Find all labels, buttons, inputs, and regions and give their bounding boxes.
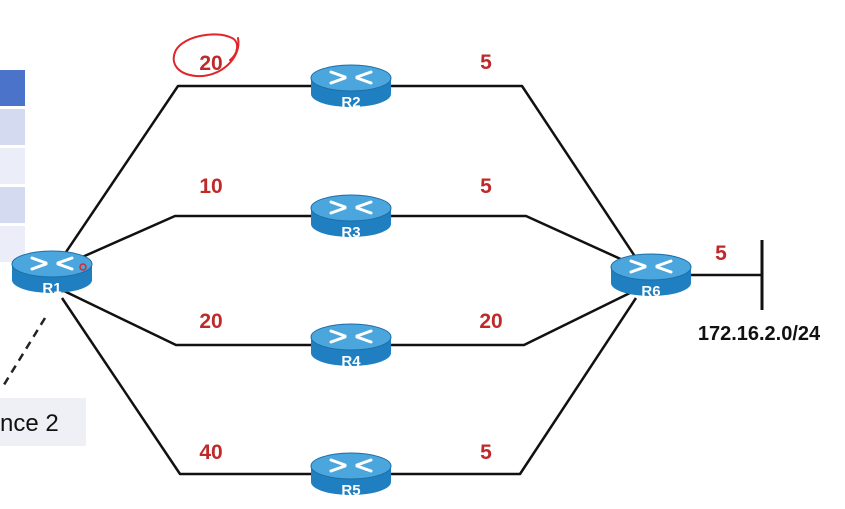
router-label-r6: R6 <box>641 283 660 300</box>
router-r3: R3 <box>309 193 393 241</box>
router-r6: R6 <box>609 252 693 300</box>
router-r4: R4 <box>309 322 393 370</box>
router-r2: R2 <box>309 63 393 111</box>
cost-label-r2-r6: 5 <box>480 51 492 74</box>
router-label-r4: R4 <box>341 353 361 370</box>
router-label-r3: R3 <box>341 224 360 241</box>
table-header-stripe <box>0 70 25 106</box>
cost-label-r4-r6: 20 <box>479 310 502 333</box>
cost-label-r3-r6: 5 <box>480 175 492 198</box>
cost-label-r1-r5: 40 <box>199 441 222 464</box>
caption-box: nce 2 <box>0 398 86 446</box>
caption-text: nce 2 <box>0 410 59 437</box>
cost-label-r6-network: 5 <box>715 242 727 265</box>
router-label-r1: R1 <box>42 280 61 297</box>
network-prefix-label: 172.16.2.0/24 <box>698 323 821 345</box>
router-r1: R1 <box>10 249 94 297</box>
cost-label-r1-r4: 20 <box>199 310 222 333</box>
router-r5: R5 <box>309 451 393 499</box>
router-r1-indicator <box>79 263 87 271</box>
table-row-stripe <box>0 187 25 223</box>
cost-label-r1-r2: 20 <box>199 52 222 75</box>
dashed-pointer-line <box>0 317 47 389</box>
cost-label-r5-r6: 5 <box>480 441 492 464</box>
annotation-circle <box>172 33 240 78</box>
table-row-stripe <box>0 148 25 184</box>
router-label-r5: R5 <box>341 482 360 499</box>
cost-label-r1-r3: 10 <box>199 175 222 198</box>
table-row-stripe <box>0 109 25 145</box>
router-label-r2: R2 <box>341 94 360 111</box>
